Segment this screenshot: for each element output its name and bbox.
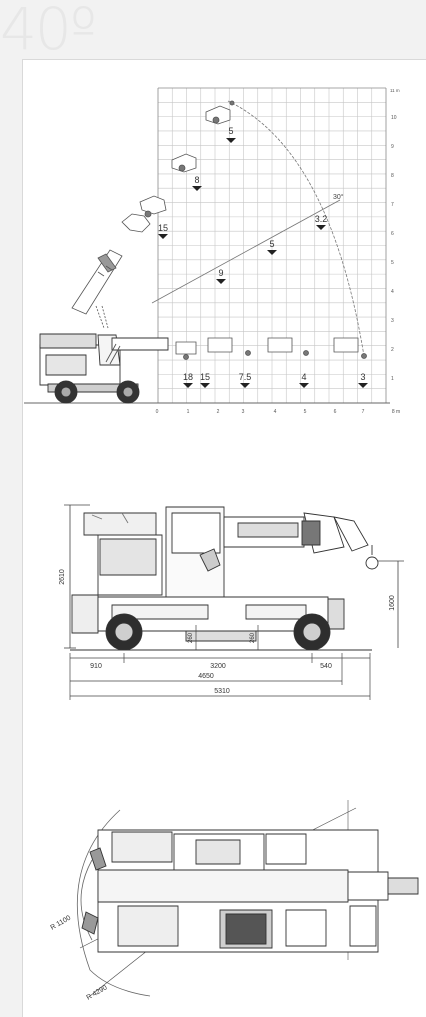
x-tick-0: 0 xyxy=(156,409,159,415)
load-label-15: 15 xyxy=(158,223,168,233)
height-total-label: 2610 xyxy=(59,569,66,585)
load-label-3: 3 xyxy=(360,372,365,382)
x-tick-7: 7 xyxy=(362,409,365,415)
length-dimensions xyxy=(69,653,371,700)
crane-silhouette xyxy=(39,333,169,404)
clearance-right-label: 260 xyxy=(250,632,256,643)
angle-30-label: 30° xyxy=(333,193,344,201)
load-marker xyxy=(358,383,368,388)
x-axis-end-label: 8 m xyxy=(392,409,400,415)
load-marker xyxy=(216,279,226,284)
load-marker xyxy=(240,383,250,388)
hook-height-label: 1600 xyxy=(389,595,396,611)
front-overhang-label: 910 xyxy=(90,663,102,670)
x-tick-6: 6 xyxy=(334,409,337,415)
body-length-label: 4650 xyxy=(198,673,214,680)
load-chart-diagram: 30° 11 m 10 9 8 7 6 5 4 3 2 1 0 1 2 3 4 … xyxy=(24,87,401,415)
load-label-9: 9 xyxy=(218,268,223,278)
x-tick-2: 2 xyxy=(217,409,220,415)
outer-turning-radius-arc xyxy=(76,809,151,997)
y-tick-1: 1 xyxy=(391,376,394,382)
load-label-5-top: 5 xyxy=(228,126,233,136)
inner-turning-radius-arc xyxy=(80,859,93,941)
load-marker xyxy=(299,383,309,388)
crane-side-body xyxy=(71,506,379,651)
y-tick-10: 10 xyxy=(391,115,397,121)
rear-overhang-label: 540 xyxy=(320,663,332,670)
load-label-3-2: 3.2 xyxy=(315,214,328,224)
load-labels: 5 8 15 9 5 3.2 18 15 7.5 4 3 xyxy=(158,126,366,382)
boom-positions xyxy=(71,100,367,360)
load-marker xyxy=(192,186,202,191)
load-marker xyxy=(226,138,236,143)
angle-30-line xyxy=(151,199,341,304)
y-tick-2: 2 xyxy=(391,347,394,353)
radius-inner-label: R 1100 xyxy=(50,915,73,932)
load-marker xyxy=(200,383,210,388)
x-tick-3: 3 xyxy=(242,409,245,415)
wheelbase-label: 3200 xyxy=(210,663,226,670)
y-tick-5: 5 xyxy=(391,260,394,266)
reach-arc xyxy=(227,100,365,357)
load-label-5-mid: 5 xyxy=(269,239,274,249)
y-axis-top-label: 11 m xyxy=(390,88,400,93)
y-tick-8: 8 xyxy=(391,173,394,179)
clearance-left-label: 260 xyxy=(188,632,194,643)
total-length-label: 5310 xyxy=(214,688,230,695)
x-tick-labels: 0 1 2 3 4 5 6 7 8 m xyxy=(156,409,401,415)
side-view-diagram: 2610 1600 xyxy=(59,504,404,700)
x-tick-1: 1 xyxy=(187,409,190,415)
y-tick-4: 4 xyxy=(391,289,394,295)
crane-top-body xyxy=(81,829,419,953)
load-markers xyxy=(158,138,368,388)
load-label-18: 18 xyxy=(183,372,193,382)
y-tick-3: 3 xyxy=(391,318,394,324)
load-label-8: 8 xyxy=(194,175,199,185)
y-tick-labels: 10 9 8 7 6 5 4 3 2 1 xyxy=(391,115,397,382)
load-marker xyxy=(267,250,277,255)
x-tick-5: 5 xyxy=(304,409,307,415)
radius-outer-label: R 4290 xyxy=(86,984,109,1000)
top-view-diagram: R 1100 R 4290 xyxy=(50,800,419,1000)
watermark-text: 40º xyxy=(0,0,97,63)
load-marker xyxy=(316,225,326,230)
load-marker xyxy=(158,234,168,239)
y-tick-7: 7 xyxy=(391,202,394,208)
load-label-15-low: 15 xyxy=(200,372,210,382)
load-label-7-5: 7.5 xyxy=(239,372,252,382)
load-label-4: 4 xyxy=(301,372,306,382)
chart-frame xyxy=(157,87,387,403)
y-tick-6: 6 xyxy=(391,231,394,237)
x-tick-4: 4 xyxy=(274,409,277,415)
load-marker xyxy=(183,383,193,388)
y-tick-9: 9 xyxy=(391,144,394,150)
